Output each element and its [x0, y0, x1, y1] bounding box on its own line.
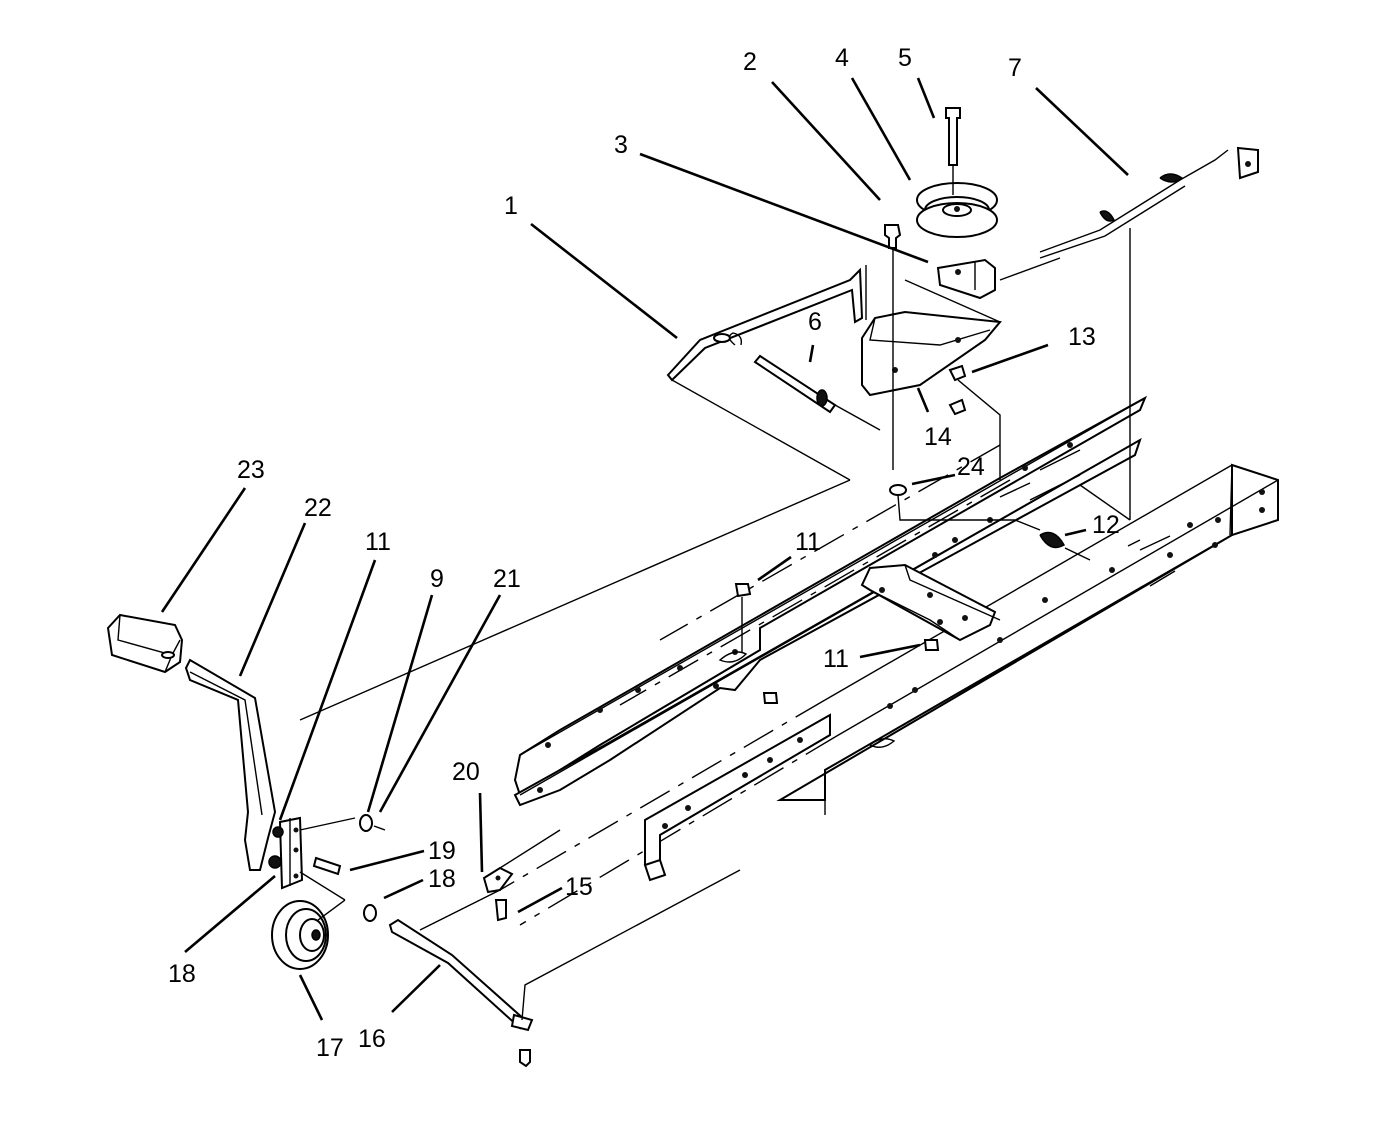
- nuts-13: [948, 364, 1001, 480]
- callout-6: 6: [808, 308, 822, 336]
- spring-7: [1039, 146, 1259, 521]
- spring-6: [728, 332, 881, 431]
- callout-3: 3: [614, 131, 628, 159]
- callout-18-left: 18: [168, 960, 196, 988]
- callout-11-upper: 11: [795, 528, 821, 556]
- bolt-2: [884, 224, 902, 470]
- rod-16: [388, 869, 741, 1032]
- nut-11-lower: [923, 639, 940, 651]
- pedal-bracket: [268, 816, 356, 901]
- bolt-5: [945, 107, 961, 195]
- callout-7: 7: [1008, 54, 1022, 82]
- drive-pulley-17: [271, 899, 346, 970]
- callout-11-left: 11: [365, 528, 391, 556]
- bolt-bottom: [519, 1049, 531, 1068]
- pedal-pad-23: [106, 613, 184, 674]
- spring-12: [1014, 519, 1091, 561]
- callout-21: 21: [493, 565, 521, 593]
- callout-labels: 1 2 3 4 5 6 7 9 11 11 11 12 13 14 15 16 …: [168, 44, 1120, 1062]
- callout-12: 12: [1092, 511, 1120, 539]
- callout-16: 16: [358, 1025, 386, 1053]
- callout-24: 24: [957, 453, 985, 481]
- bracket-20: [482, 829, 561, 894]
- callout-5: 5: [898, 44, 912, 72]
- callout-14: 14: [924, 423, 952, 451]
- nut-11-upper: [734, 583, 752, 652]
- callout-1: 1: [504, 192, 518, 220]
- callout-23: 23: [237, 456, 265, 484]
- frame-rail-left: [513, 395, 1148, 807]
- bolt-15: [494, 899, 507, 922]
- callout-20: 20: [452, 758, 480, 786]
- callout-11-lower: 11: [823, 645, 849, 673]
- callout-18-right: 18: [428, 865, 456, 893]
- washers-9-18: [359, 814, 386, 922]
- frame-rail-right-front-section: [643, 713, 831, 882]
- callout-9: 9: [430, 565, 444, 593]
- idler-pulley-4: [916, 182, 998, 238]
- idler-arm-3: [936, 257, 1061, 300]
- callout-15: 15: [565, 873, 593, 901]
- idler-rod: [299, 265, 867, 721]
- leader-lines: [160, 77, 1129, 1021]
- callout-22: 22: [304, 494, 332, 522]
- callout-4: 4: [835, 44, 849, 72]
- idler-bracket-14: [861, 279, 1002, 397]
- callout-13: 13: [1068, 323, 1096, 351]
- pedal-arm-22: [184, 658, 277, 871]
- frame-rail-right: [499, 463, 1279, 926]
- callout-2: 2: [743, 48, 757, 76]
- callout-17: 17: [316, 1034, 344, 1062]
- frame-cross-member: [860, 563, 1001, 642]
- callout-19: 19: [428, 837, 456, 865]
- nut-frame: [762, 692, 779, 704]
- bolt-19: [312, 856, 342, 876]
- washer-24: [889, 484, 1015, 521]
